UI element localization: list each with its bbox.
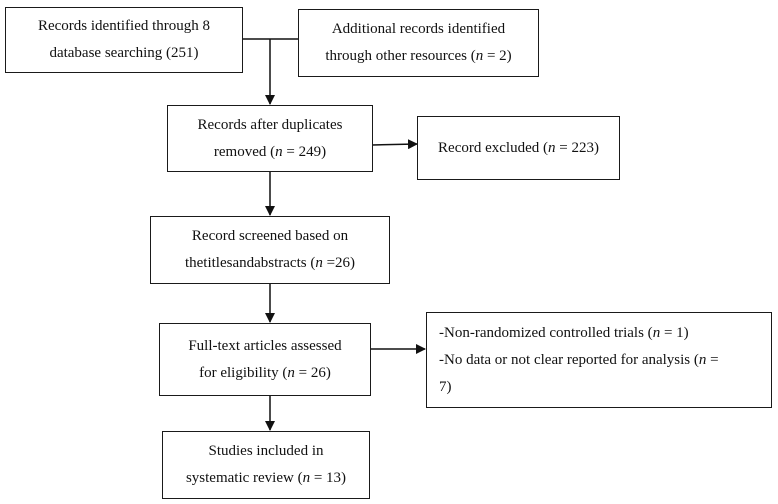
fulltext-line-2: for eligibility (n = 26) [199, 364, 331, 381]
box-screened: Record screened based on thetitlesandabs… [150, 216, 390, 284]
box-full-text: Full-text articles assessed for eligibil… [159, 323, 371, 396]
excluded-line: Record excluded (n = 223) [438, 139, 599, 156]
reason-2-cont: 7) [439, 378, 452, 395]
dedup-line-2: removed (n = 249) [213, 143, 327, 160]
reason-2: -No data or not clear reported for analy… [439, 351, 719, 368]
arrow-to-excluded [371, 139, 418, 150]
reason-1: -Non-randomized controlled trials (n = 1… [439, 324, 689, 341]
box-included: Studies included in systematic review (n… [162, 431, 370, 499]
other-line-1: Additional records identified [331, 21, 506, 37]
box-excluded: Record excluded (n = 223) [417, 116, 620, 180]
included-line-1: Studies included in [208, 443, 324, 459]
box-other-resources: Additional records identified through ot… [298, 9, 539, 77]
included-line-2: systematic review (n = 13) [185, 470, 347, 486]
fulltext-line-1: Full-text articles assessed [188, 337, 342, 354]
box-exclusion-reasons: -Non-randomized controlled trials (n = 1… [426, 312, 772, 408]
screened-line-1: Record screened based on [191, 228, 349, 244]
screened-line-2: thetitlesandabstracts (n =26) [184, 255, 356, 271]
other-line-2: through other resources (n = 2) [325, 48, 512, 64]
dedup-line-1: Records after duplicates [197, 116, 343, 133]
db-search-line-1: Records identified through 8 [37, 18, 211, 34]
box-database-search: Records identified through 8 database se… [5, 7, 243, 73]
box-after-duplicates: Records after duplicates removed (n = 24… [167, 105, 373, 172]
db-search-line-2: database searching (251) [49, 45, 199, 61]
